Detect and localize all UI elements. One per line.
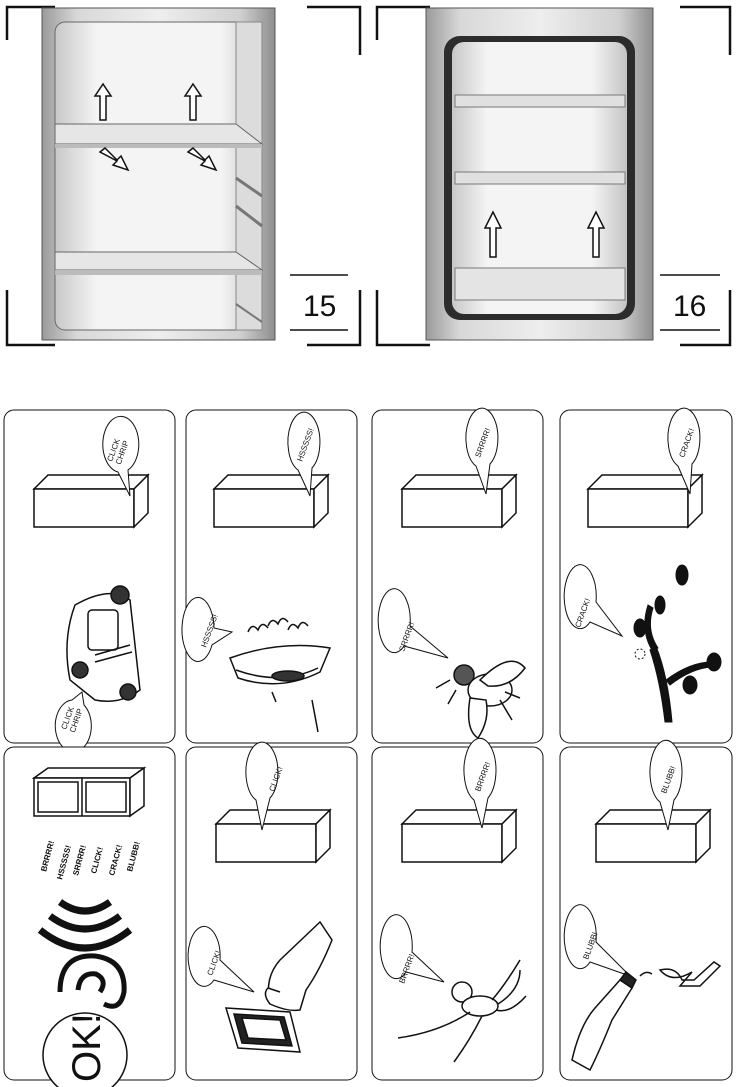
speech-bubble: BLUBB! bbox=[649, 739, 683, 831]
monkey-icon bbox=[397, 959, 527, 1063]
car-icon bbox=[66, 585, 141, 702]
arrow-up-icon bbox=[183, 82, 203, 121]
arrow-up-icon bbox=[483, 210, 503, 258]
panel-branch: CRACK! CRACK! bbox=[559, 407, 733, 744]
fly-icon bbox=[435, 660, 526, 740]
panel-switch: CLICK! CLICK! bbox=[185, 741, 358, 1081]
ok-badge: OK! bbox=[42, 1012, 128, 1087]
fridge-box-icon bbox=[401, 809, 517, 863]
speech-bubble: BRRRR! bbox=[463, 737, 497, 829]
speech-bubble: CLICK CHRIP bbox=[54, 691, 92, 753]
steam-iron-icon bbox=[229, 617, 332, 733]
speech-bubble: BLUBB! bbox=[563, 904, 631, 977]
panel-ok: BRRRR! HSSSSS! SRRRR! CLICK! CRACK! BLUB… bbox=[3, 746, 176, 1087]
fridge-interior-15 bbox=[41, 7, 276, 341]
speech-bubble: HSSSSS! bbox=[287, 411, 321, 497]
panel-iron: HSSSSS! HSSSSS! bbox=[181, 409, 358, 744]
arrow-up-icon bbox=[586, 210, 606, 258]
noise-panels: CLICK CHRIP CLICK CHRIP HSSSSS! bbox=[3, 407, 733, 1087]
fridge-box-icon bbox=[215, 809, 331, 863]
speech-bubble: HSSSSS! bbox=[181, 596, 234, 662]
speech-bubble: CRACK! bbox=[667, 407, 701, 495]
panel-fly: SRRRR! SRRRR! bbox=[371, 407, 544, 744]
figure-number-16: 16 bbox=[673, 290, 706, 323]
panel-car: CLICK CHRIP CLICK CHRIP bbox=[3, 409, 176, 753]
speech-bubble: CLICK! bbox=[187, 925, 255, 993]
figure-15 bbox=[5, 5, 362, 347]
fridge-box-icon bbox=[33, 474, 149, 528]
fridge-interior-16 bbox=[425, 7, 654, 341]
ear-icon bbox=[57, 953, 127, 1009]
fridge-box-icon bbox=[401, 474, 517, 528]
speech-bubble: CRACK! bbox=[563, 564, 624, 638]
fridge-box-icon bbox=[595, 809, 711, 863]
sound-waves-icon bbox=[37, 899, 133, 952]
arrow-down-right-icon bbox=[98, 146, 130, 172]
speech-bubble: CLICK CHRIP bbox=[102, 415, 140, 497]
speech-bubble: SRRRR! bbox=[465, 407, 499, 495]
speech-bubble: SRRRR! bbox=[377, 588, 449, 659]
fridge-icon bbox=[31, 766, 147, 818]
bottle-glass-icon bbox=[571, 961, 722, 1072]
fridge-figures: 15 16 bbox=[5, 5, 732, 347]
figure-number-15: 15 bbox=[303, 290, 336, 323]
figure-16 bbox=[375, 5, 732, 347]
svg-text:OK!: OK! bbox=[65, 1013, 109, 1082]
arrow-down-right-icon bbox=[186, 146, 218, 172]
arrow-up-icon bbox=[93, 82, 113, 121]
panel-bottle: BLUBB! BLUBB! bbox=[559, 739, 733, 1081]
branch-icon bbox=[633, 564, 722, 723]
finger-switch-icon bbox=[224, 920, 333, 1053]
panel-monkey: BRRRR! BRRRR! bbox=[371, 737, 544, 1081]
